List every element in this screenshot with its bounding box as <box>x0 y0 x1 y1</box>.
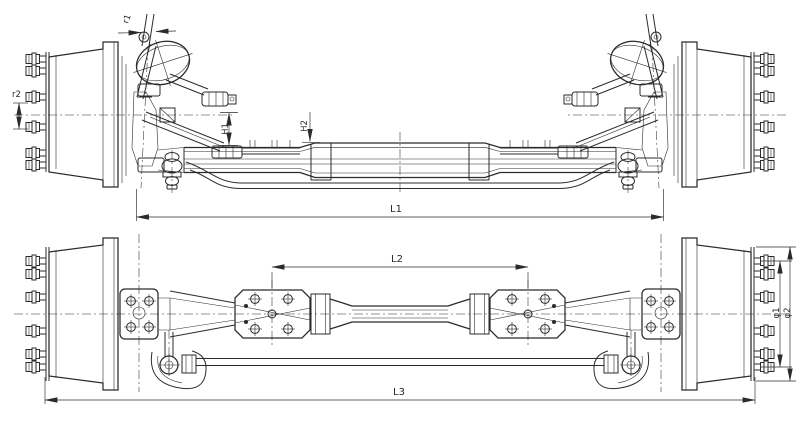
dim-label-h1: H1 <box>221 123 231 135</box>
dim-label-r2: r2 <box>12 90 21 100</box>
dim-label-phi2: φ2 <box>783 307 793 318</box>
dim-label-l2: L2 <box>391 254 403 265</box>
front-right-assembly-mirrored <box>400 14 786 221</box>
front-elevation-view: r1 r2 H1 H2 L1 <box>12 13 786 221</box>
dim-label-r1: r1 <box>121 13 133 25</box>
plan-view: L2 L3 φ1 φ2 <box>14 234 796 404</box>
front-dimensions: r1 r2 H1 H2 L1 <box>12 13 665 220</box>
dim-label-l3: L3 <box>393 387 405 398</box>
front-left-assembly <box>14 14 400 221</box>
dim-label-l1: L1 <box>390 204 402 215</box>
dim-label-phi1: φ1 <box>772 307 782 318</box>
plan-left-assembly <box>26 234 400 404</box>
plan-dimensions: L2 L3 φ1 φ2 <box>44 246 796 403</box>
plan-right-assembly-mirrored <box>400 234 774 404</box>
dim-label-h2: H2 <box>300 120 310 132</box>
